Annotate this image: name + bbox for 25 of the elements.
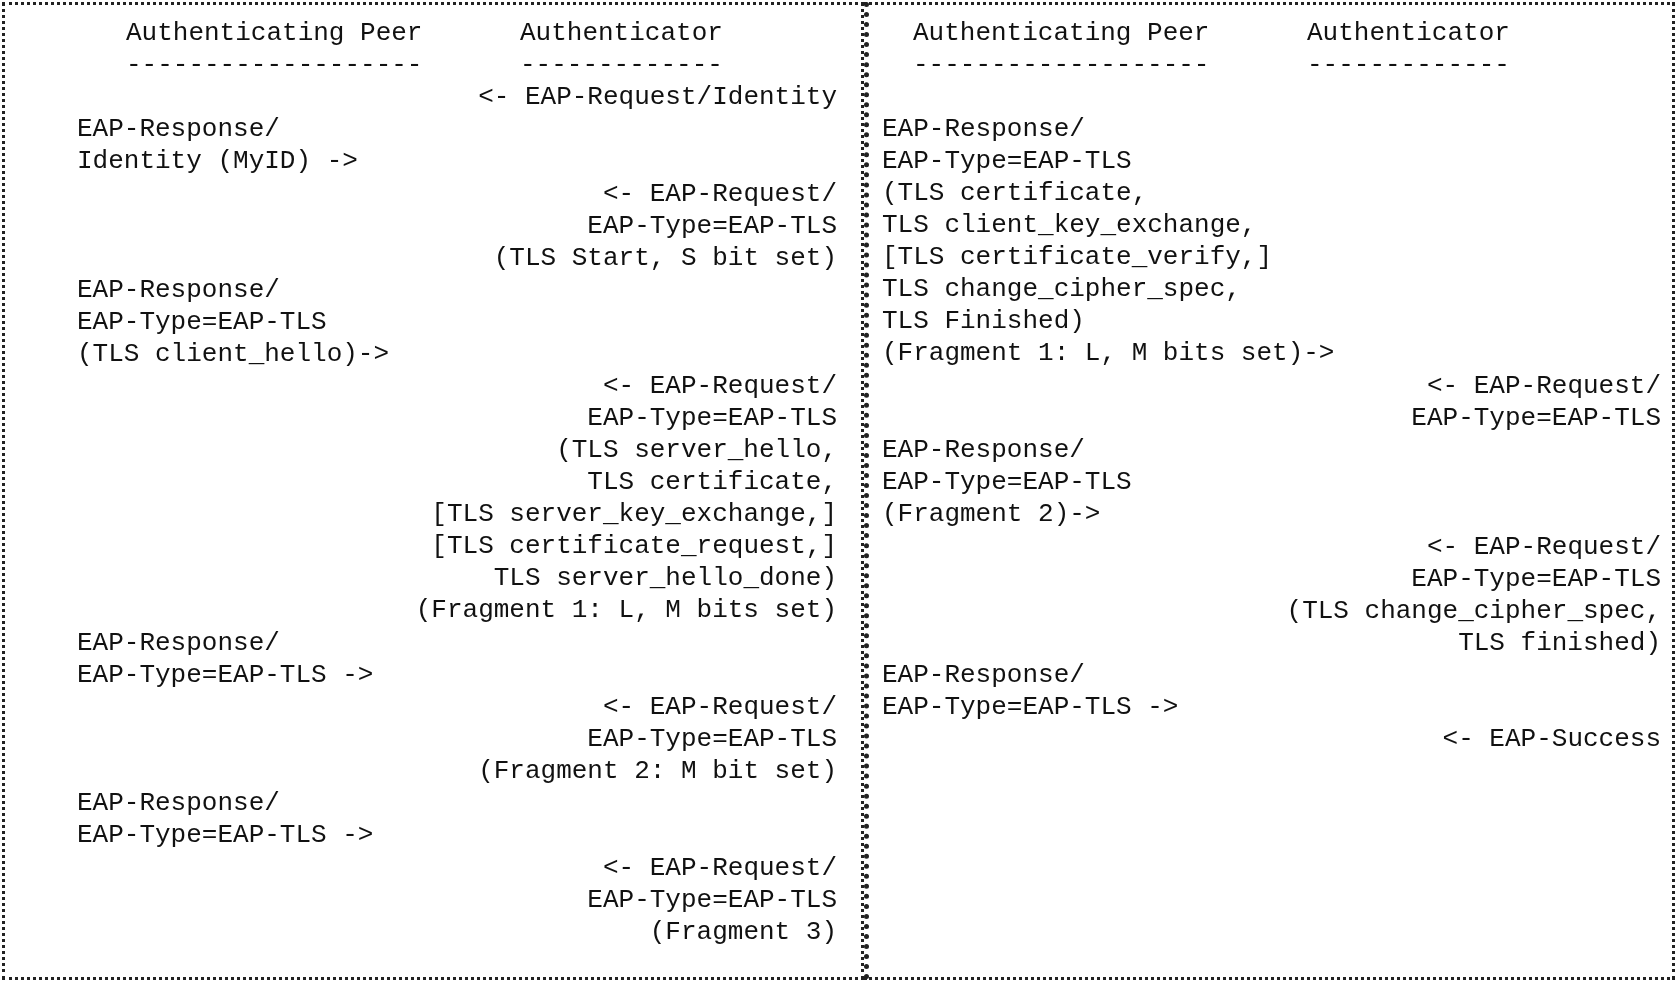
column-heading: Authenticating Peer — [126, 17, 423, 49]
heading-underline: ------------------- — [126, 49, 423, 82]
column-heading: Authenticator — [520, 17, 723, 49]
message-text: EAP-Response/ EAP-Type=EAP-TLS -> — [882, 659, 1179, 723]
heading-underline: ------------- — [520, 49, 723, 82]
message-text: EAP-Response/ EAP-Type=EAP-TLS -> — [77, 626, 374, 691]
message-text: EAP-Response/ EAP-Type=EAP-TLS (TLS client_hello)-> — [77, 273, 390, 370]
message-text: <- EAP-Request/ EAP-Type=EAP-TLS (TLS Start, S bit set) — [493, 177, 837, 274]
message-text: <- EAP-Request/ EAP-Type=EAP-TLS (TLS server_hello, TLS certificate, [TLS server_key_exchange,] [TLS certificate_request,] TLS server_hello_done) (Fragment 1: L, M bits set) — [415, 370, 837, 627]
sequence-panel — [2, 2, 864, 980]
message-text: <- EAP-Request/ EAP-Type=EAP-TLS (TLS change_cipher_spec, TLS finished) — [1286, 530, 1661, 659]
column-heading: Authenticating Peer — [913, 17, 1210, 49]
heading-underline: ------------------- — [913, 49, 1210, 82]
message-text: EAP-Response/ Identity (MyID) -> — [77, 113, 358, 178]
column-heading: Authenticator — [1307, 17, 1510, 49]
message-text: <- EAP-Request/ EAP-Type=EAP-TLS — [1411, 370, 1661, 435]
message-text: <- EAP-Request/ EAP-Type=EAP-TLS (Fragment 3) — [587, 851, 837, 948]
message-text: EAP-Response/ EAP-Type=EAP-TLS (Fragment 2)-> — [882, 434, 1132, 531]
message-text: EAP-Response/ EAP-Type=EAP-TLS -> — [77, 787, 374, 852]
sequence-panel — [864, 2, 1675, 980]
message-text: <- EAP-Request/Identity — [478, 81, 837, 114]
heading-underline: ------------- — [1307, 49, 1510, 82]
message-text: EAP-Response/ EAP-Type=EAP-TLS (TLS certificate, TLS client_key_exchange, [TLS certificate_verify,] TLS change_cipher_spec, TLS Finished) (Fragment 1: L, M bits set)-> — [882, 113, 1335, 370]
message-text: <- EAP-Request/ EAP-Type=EAP-TLS (Fragment 2: M bit set) — [478, 691, 837, 788]
message-text: <- EAP-Success — [1442, 723, 1661, 756]
